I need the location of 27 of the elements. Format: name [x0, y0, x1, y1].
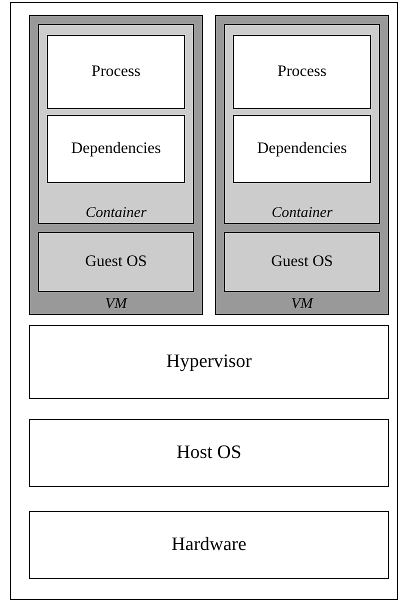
- layer-box: [38, 232, 194, 292]
- layer-label: Process: [278, 62, 326, 82]
- group-box: [38, 24, 194, 224]
- group-box: [29, 15, 203, 315]
- layer-box: [233, 115, 371, 183]
- layer-label: Dependencies: [71, 139, 161, 159]
- layer-box: [29, 511, 389, 579]
- group-label: VM: [105, 297, 127, 312]
- layer-label: Process: [92, 62, 140, 82]
- layer-box: [29, 325, 389, 399]
- layer-label: Hardware: [172, 532, 246, 557]
- group-box: [224, 24, 380, 224]
- group-label: Container: [272, 206, 332, 221]
- layer-label: Host OS: [176, 440, 242, 465]
- layer-box: [233, 35, 371, 109]
- layer-box: [47, 35, 185, 109]
- layer-label: Hypervisor: [166, 350, 252, 374]
- layer-label: Guest OS: [85, 252, 147, 272]
- layer-box: [47, 115, 185, 183]
- layer-label: Guest OS: [271, 252, 333, 272]
- group-label: VM: [291, 297, 313, 312]
- frame-box: [10, 2, 398, 600]
- layer-box: [29, 419, 389, 487]
- layer-label: Dependencies: [257, 139, 347, 159]
- layer-box: [224, 232, 380, 292]
- group-box: [215, 15, 389, 315]
- group-label: Container: [86, 206, 146, 221]
